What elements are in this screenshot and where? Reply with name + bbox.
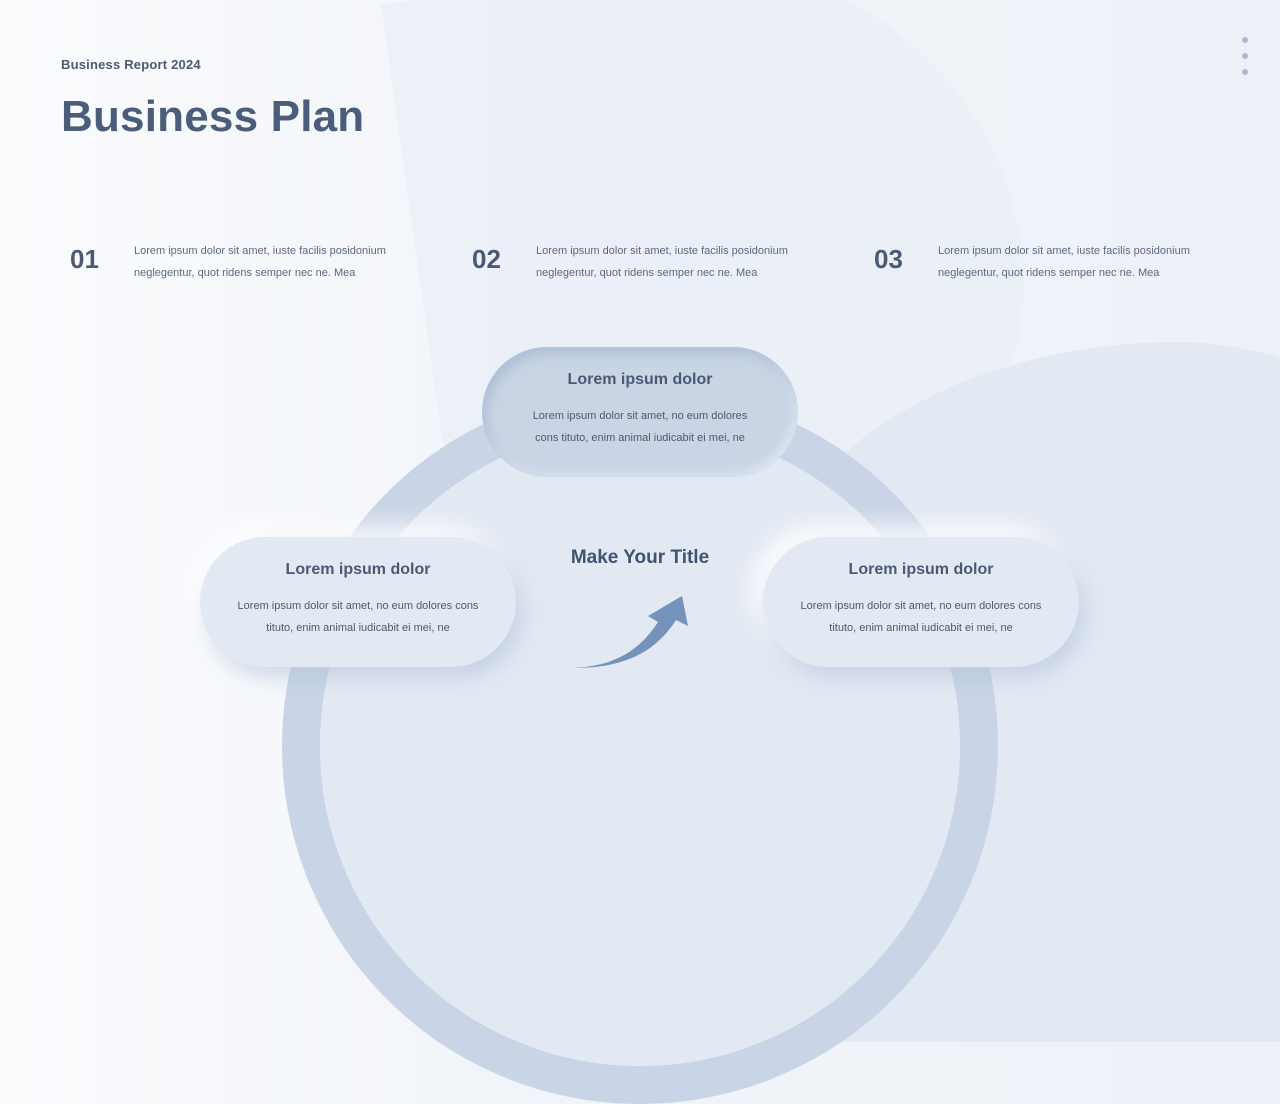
cycle-card-top: Lorem ipsum dolor Lorem ipsum dolor sit … xyxy=(482,347,798,477)
cycle-card-right: Lorem ipsum dolor Lorem ipsum dolor sit … xyxy=(763,537,1079,667)
dot xyxy=(1242,37,1248,43)
point-text: Lorem ipsum dolor sit amet, iuste facili… xyxy=(536,245,788,279)
center-title: Make Your Title xyxy=(570,547,710,568)
card-text: Lorem ipsum dolor sit amet, no eum dolor… xyxy=(800,600,1042,634)
dot xyxy=(1242,69,1248,75)
point-item-1: 01 Lorem ipsum dolor sit amet, iuste fac… xyxy=(70,240,424,284)
point-number: 01 xyxy=(70,244,99,274)
curved-arrow-up-right-icon xyxy=(574,596,688,668)
point-text: Lorem ipsum dolor sit amet, iuste facili… xyxy=(938,245,1190,279)
point-number: 03 xyxy=(874,244,903,274)
point-text: Lorem ipsum dolor sit amet, iuste facili… xyxy=(134,245,386,279)
card-heading: Lorem ipsum dolor xyxy=(567,371,713,388)
card-text: Lorem ipsum dolor sit amet, no eum dolor… xyxy=(532,410,748,444)
card-heading: Lorem ipsum dolor xyxy=(285,561,431,578)
point-item-2: 02 Lorem ipsum dolor sit amet, iuste fac… xyxy=(472,240,826,284)
page-title: Business Plan xyxy=(61,92,365,141)
point-item-3: 03 Lorem ipsum dolor sit amet, iuste fac… xyxy=(874,240,1228,284)
vertical-dots-icon[interactable] xyxy=(1240,37,1250,77)
card-text: Lorem ipsum dolor sit amet, no eum dolor… xyxy=(237,600,479,634)
cycle-card-left: Lorem ipsum dolor Lorem ipsum dolor sit … xyxy=(200,537,516,667)
cycle-ring-fill xyxy=(320,426,960,1066)
dot xyxy=(1242,53,1248,59)
point-number: 02 xyxy=(472,244,501,274)
report-subtitle: Business Report 2024 xyxy=(61,57,201,72)
card-heading: Lorem ipsum dolor xyxy=(848,561,994,578)
